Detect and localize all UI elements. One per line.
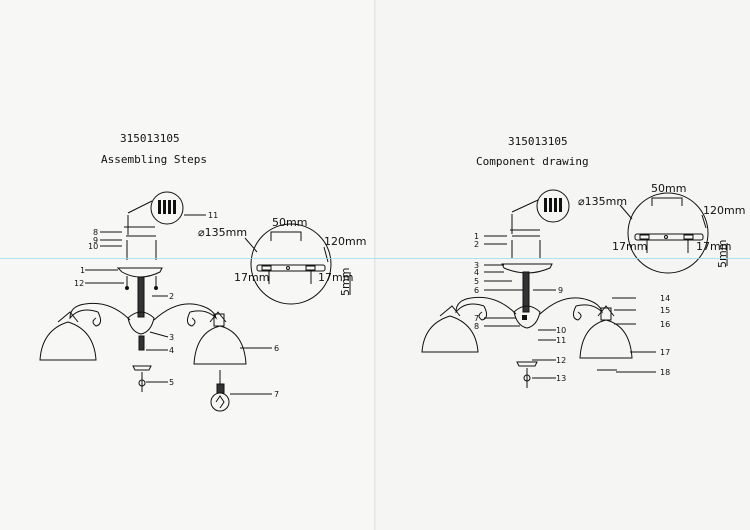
- right-callout-15: 15: [660, 306, 670, 315]
- right-callout-17: 17: [660, 348, 670, 357]
- left-callout-9: 9: [93, 236, 98, 245]
- left-callout-12: 12: [74, 279, 84, 288]
- right-callout-10: 10: [556, 326, 566, 335]
- scan-line: [0, 258, 750, 259]
- left-dim-a: 17mm: [234, 271, 269, 284]
- right-dim-c: 5mm: [716, 240, 729, 268]
- right-dim-b: 17mm: [696, 240, 731, 253]
- left-dim-width: 50mm: [272, 216, 307, 229]
- left-dim-length: 120mm: [324, 235, 366, 248]
- left-callout-6: 6: [274, 344, 279, 353]
- right-callout-1: 1: [474, 232, 479, 241]
- right-callout-3: 3: [474, 261, 479, 270]
- right-callout-2: 2: [474, 240, 479, 249]
- left-callout-5: 5: [169, 378, 174, 387]
- left-dim-c: 5mm: [339, 268, 352, 296]
- left-callout-8: 8: [93, 228, 98, 237]
- right-callout-8: 8: [474, 322, 479, 331]
- left-dim-diameter: ⌀135mm: [198, 226, 247, 239]
- right-dim-a: 17mm: [612, 240, 647, 253]
- right-product-code: 315013105: [508, 135, 568, 148]
- left-callout-7: 7: [274, 390, 279, 399]
- left-callout-11: 11: [208, 211, 218, 220]
- left-dim-b: 17mm: [318, 271, 353, 284]
- right-dim-width: 50mm: [651, 182, 686, 195]
- left-product-code: 315013105: [120, 132, 180, 145]
- right-detail-circle-top: [536, 189, 570, 223]
- left-callout-1: 1: [80, 266, 85, 275]
- left-callout-3: 3: [169, 333, 174, 342]
- right-callout-13: 13: [556, 374, 566, 383]
- left-assembly-drawing: ⌀135mm 50mm 120mm 17mm 17mm 5mm 1 2 3 4 …: [39, 191, 366, 412]
- right-callout-11: 11: [556, 336, 566, 345]
- right-callout-12: 12: [556, 356, 566, 365]
- right-callout-16: 16: [660, 320, 670, 329]
- right-page: [376, 0, 750, 530]
- right-dim-diameter: ⌀135mm: [578, 195, 627, 208]
- right-heading: Component drawing: [476, 155, 589, 168]
- right-mount-plate-circle: [627, 192, 709, 274]
- right-callout-9: 9: [558, 286, 563, 295]
- right-callout-4: 4: [474, 268, 479, 277]
- page-fold: [374, 0, 376, 530]
- left-heading: Assembling Steps: [101, 153, 207, 166]
- right-callout-5: 5: [474, 277, 479, 286]
- left-callout-10: 10: [88, 242, 98, 251]
- left-mount-plate-circle: [250, 223, 332, 305]
- left-callout-2: 2: [169, 292, 174, 301]
- right-callout-18: 18: [660, 368, 670, 377]
- right-callout-6: 6: [474, 286, 479, 295]
- left-callout-4: 4: [169, 346, 174, 355]
- right-callout-7: 7: [474, 314, 479, 323]
- left-detail-circle-top: [150, 191, 184, 225]
- right-callout-14: 14: [660, 294, 670, 303]
- right-dim-length: 120mm: [703, 204, 745, 217]
